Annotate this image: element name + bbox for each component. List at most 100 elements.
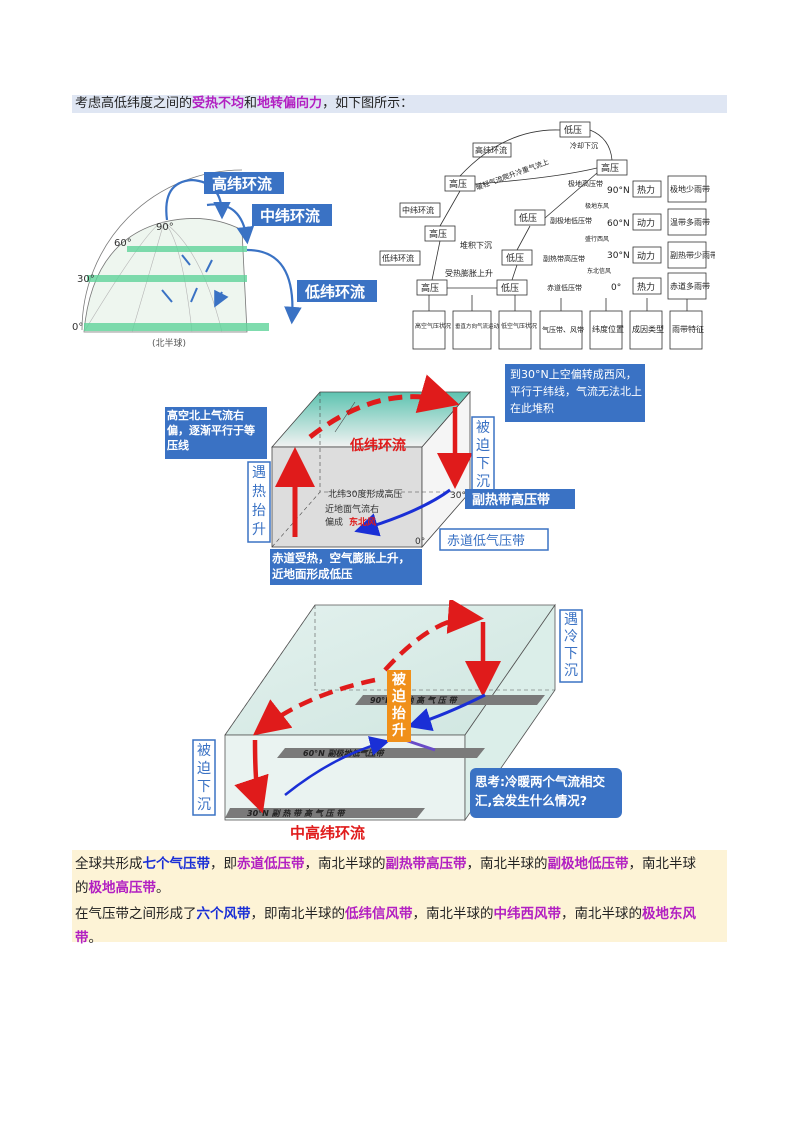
climate-3: 赤道多雨带: [670, 281, 710, 291]
circ-mid: 中纬环流: [402, 205, 434, 215]
svg-text:副热带高压带: 副热带高压带: [472, 492, 550, 508]
intro-prefix: 考虑高低纬度之间的: [75, 96, 193, 111]
lat30-label: 30°: [77, 274, 95, 285]
top-arrow: [308, 374, 460, 439]
inner-text-2: 近地面气流右: [325, 503, 379, 515]
note-subtrop: 副热带高压带: [543, 254, 585, 263]
press-5: 低压: [506, 252, 524, 264]
note-polar-high: 极地高压带: [568, 179, 603, 188]
inner-text-3: 偏成: [325, 516, 343, 528]
climate-2: 副热带少雨带: [670, 250, 715, 260]
summary-pressure-belts: 全球共形成七个气压带，即赤道低压带，南北半球的副热带高压带，南北半球的副极地低压…: [75, 856, 696, 896]
cold-sink-box: [559, 609, 583, 683]
circ-low: 低纬环流: [382, 253, 414, 263]
note-subpolar: 副极地低压带: [550, 216, 592, 225]
lat0-label-a: 0°: [415, 537, 425, 547]
press-7: 低压: [501, 282, 519, 294]
lat0-label: 0°: [72, 322, 83, 333]
press-0: 低压: [564, 124, 582, 136]
surface-arrow: [354, 488, 451, 537]
cause-1: 动力: [637, 217, 655, 229]
col-title-2: 低空气压状况: [501, 322, 537, 330]
upper-arrow-1: [383, 600, 484, 672]
fc-lat30: 30°N: [607, 251, 630, 261]
svg-text:高纬环流: 高纬环流: [212, 175, 272, 193]
note-eq: 赤道低压带: [547, 283, 582, 292]
low-cell-title: 低纬环流: [349, 437, 406, 454]
mid-high-cell-figure: 90°N 极 地 高 气 压 带 60°N 副极地低气压带 30°N 副 热 带…: [192, 600, 622, 842]
mid-sink-arrow: [234, 739, 269, 814]
svg-text:中纬环流: 中纬环流: [260, 207, 320, 225]
note-heat: 受热膨胀上升: [445, 268, 493, 278]
inner-text-ne: 东北风: [349, 516, 376, 528]
westerly-arrow: [284, 736, 390, 796]
fc-lat60: 60°N: [607, 219, 630, 229]
fc-lat0: 0°: [611, 283, 621, 293]
climate-0: 极地少雨带: [670, 184, 710, 194]
inner-text-1: 北纬30度形成高压: [328, 488, 402, 500]
note-right-box: [505, 364, 645, 422]
press-6: 高压: [421, 282, 439, 294]
label-low-cell: [297, 280, 377, 302]
intro-suffix: ，如下图所示：: [322, 96, 414, 111]
note-bottom-box: [270, 549, 422, 585]
globe-circulation-figure: 90° 60° 30° 0° 高纬环流 中纬环流 低纬环流 (北半球): [72, 169, 377, 349]
fc-lat90: 90°N: [607, 186, 630, 196]
question-box: [470, 768, 622, 818]
lat30-label-a: 30°N: [450, 491, 473, 501]
band-30: [87, 275, 247, 282]
belt-eq-box: [439, 528, 549, 551]
cause-3: 热力: [637, 281, 655, 293]
low-cell-arrow: [246, 248, 302, 325]
band-30: [225, 808, 425, 818]
bottom-2: 成因类型: [632, 324, 664, 334]
bottom-1: 纬度位置: [592, 324, 624, 334]
bottom-3: 雨带特征: [672, 324, 704, 334]
press-1: 高压: [449, 178, 467, 190]
cause-2: 动力: [637, 250, 655, 262]
note-west: 盛行西风: [585, 235, 609, 243]
intro-line: 考虑高低纬度之间的受热不均和地转偏向力，如下图所示：: [72, 95, 727, 113]
note-warm: 暖轻气流爬升冷重气流上: [475, 157, 550, 192]
note-trade: 东北信风: [587, 267, 611, 275]
globe-caption: (北半球): [152, 337, 186, 349]
label-mid-cell: [252, 204, 332, 226]
belt-subtropical-box: [465, 489, 575, 509]
press-2: 高压: [601, 162, 619, 174]
press-3: 低压: [519, 212, 537, 224]
mid-high-title: 中高纬环流: [290, 824, 365, 842]
forced-sink-box: [192, 739, 216, 816]
upper-arrow-2: [252, 677, 376, 736]
band-60: [127, 246, 247, 252]
mid-cell-arrow: [206, 203, 255, 245]
svg-text:90°N 极 地 高 气 压 带: 90°N 极 地 高 气 压 带: [370, 696, 459, 705]
press-4: 高压: [429, 228, 447, 240]
svg-text:赤道低气压带: 赤道低气压带: [447, 533, 525, 549]
lat60-label: 60°: [114, 238, 132, 249]
note-left-box: [165, 407, 267, 459]
col-title-1: 垂直方向气流运动: [455, 322, 500, 330]
climate-1: 温带多雨带: [670, 217, 710, 227]
lat90-label: 90°: [156, 222, 174, 233]
bottom-0: 气压带、风带: [542, 325, 584, 334]
intro-term-coriolis: 地转偏向力: [257, 96, 323, 111]
cause-0: 热力: [637, 184, 655, 196]
band-0: [84, 323, 269, 331]
circulation-flow-chart: 低压 高压 高压 低压 高压 低压 高压 低压 高纬环流 中纬环流 低纬环流 冷…: [379, 121, 715, 350]
note-cool: 冷却下沉: [570, 141, 598, 150]
easterly-arrow: [407, 693, 486, 732]
summary-block: 全球共形成七个气压带，即赤道低压带，南北半球的副热带高压带，南北半球的副极地低压…: [72, 850, 727, 946]
rise-box: [247, 461, 271, 543]
high-cell-arrow: [165, 178, 231, 221]
low-cell-figure: 低纬环流 北纬30度形成高压 近地面气流右 偏成 东北风 30°N 0° 高空北…: [165, 364, 645, 585]
label-high-cell: [204, 172, 284, 194]
note-east: 极地东风: [585, 202, 609, 210]
forced-rise-box: [387, 670, 411, 742]
svg-text:低纬环流: 低纬环流: [304, 283, 365, 301]
summary-wind-belts: 在气压带之间形成了六个风带，即南北半球的低纬信风带，南北半球的中纬西风带，南北半…: [75, 906, 696, 946]
intro-term-heating: 受热不均: [192, 96, 245, 111]
note-pile: 堆积下沉: [460, 240, 492, 250]
col-title-0: 高空气压状况: [415, 322, 451, 330]
intro-mid: 和: [244, 96, 258, 111]
svg-text:60°N 副极地低气压带: 60°N 副极地低气压带: [303, 749, 386, 758]
